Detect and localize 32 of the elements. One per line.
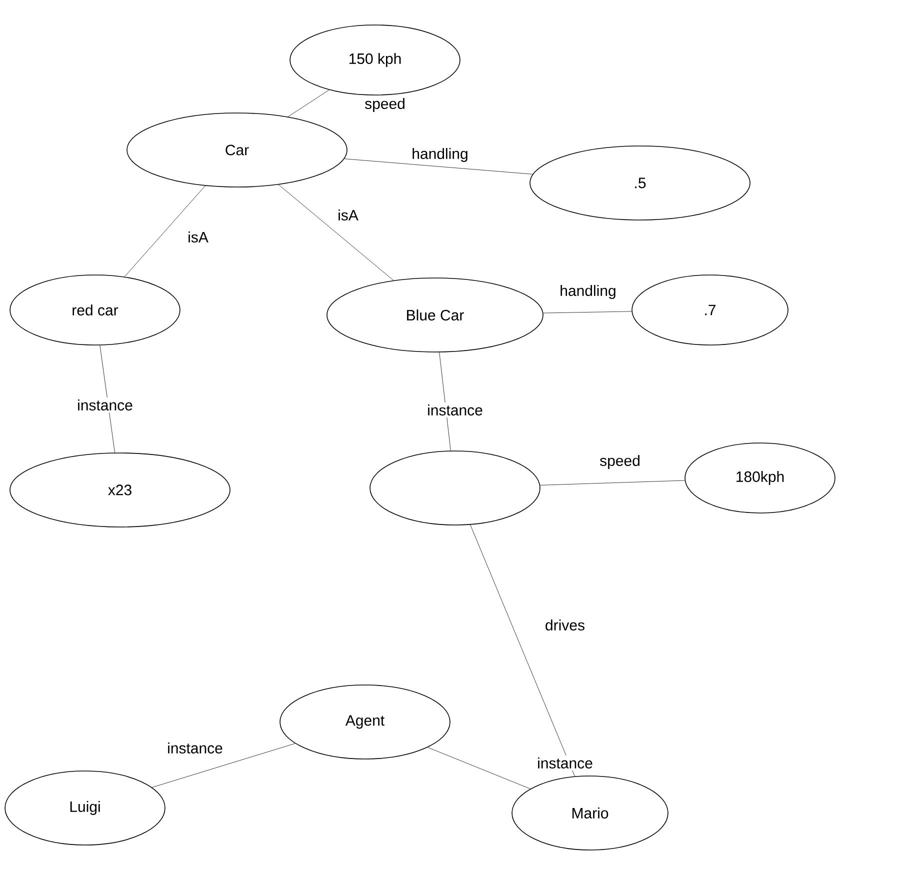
connector-line: [543, 311, 632, 314]
edge-label: instance: [425, 402, 485, 418]
ellipse-node: x23: [10, 452, 230, 528]
connector-line: [344, 158, 533, 174]
edge-label: speed: [598, 453, 642, 471]
ellipse-node: Agent: [280, 684, 450, 760]
edge-label: drives: [543, 618, 587, 632]
empty-ellipse: [370, 450, 540, 526]
connector-line: [288, 90, 330, 118]
ellipse-node: 150 kph: [290, 24, 460, 96]
edge-label: isA: [186, 230, 210, 244]
ellipse-node: 180kph: [684, 442, 836, 514]
ellipse-node: Blue Car: [326, 278, 544, 352]
edge-label: speed: [362, 96, 408, 114]
edge-label: handling: [410, 146, 470, 164]
connector-line: [540, 480, 685, 486]
edge-label: handling: [558, 283, 618, 301]
edge-label: instance: [535, 755, 595, 770]
connector-line: [278, 184, 394, 281]
edge-label: instance: [165, 740, 225, 756]
connector-line: [470, 524, 575, 776]
ellipse-node: Car: [126, 112, 348, 188]
ellipse-node: .5: [530, 146, 750, 220]
connector-line: [428, 747, 530, 789]
ellipse-node: Mario: [512, 776, 668, 850]
ellipse-node: Luigi: [4, 770, 166, 846]
edge-label: instance: [75, 398, 135, 412]
ellipse-node: .7: [632, 274, 788, 346]
connector-line: [152, 743, 296, 788]
ellipse-node: red car: [10, 274, 180, 346]
connector-line: [124, 186, 206, 277]
edge-label: isA: [336, 208, 360, 222]
